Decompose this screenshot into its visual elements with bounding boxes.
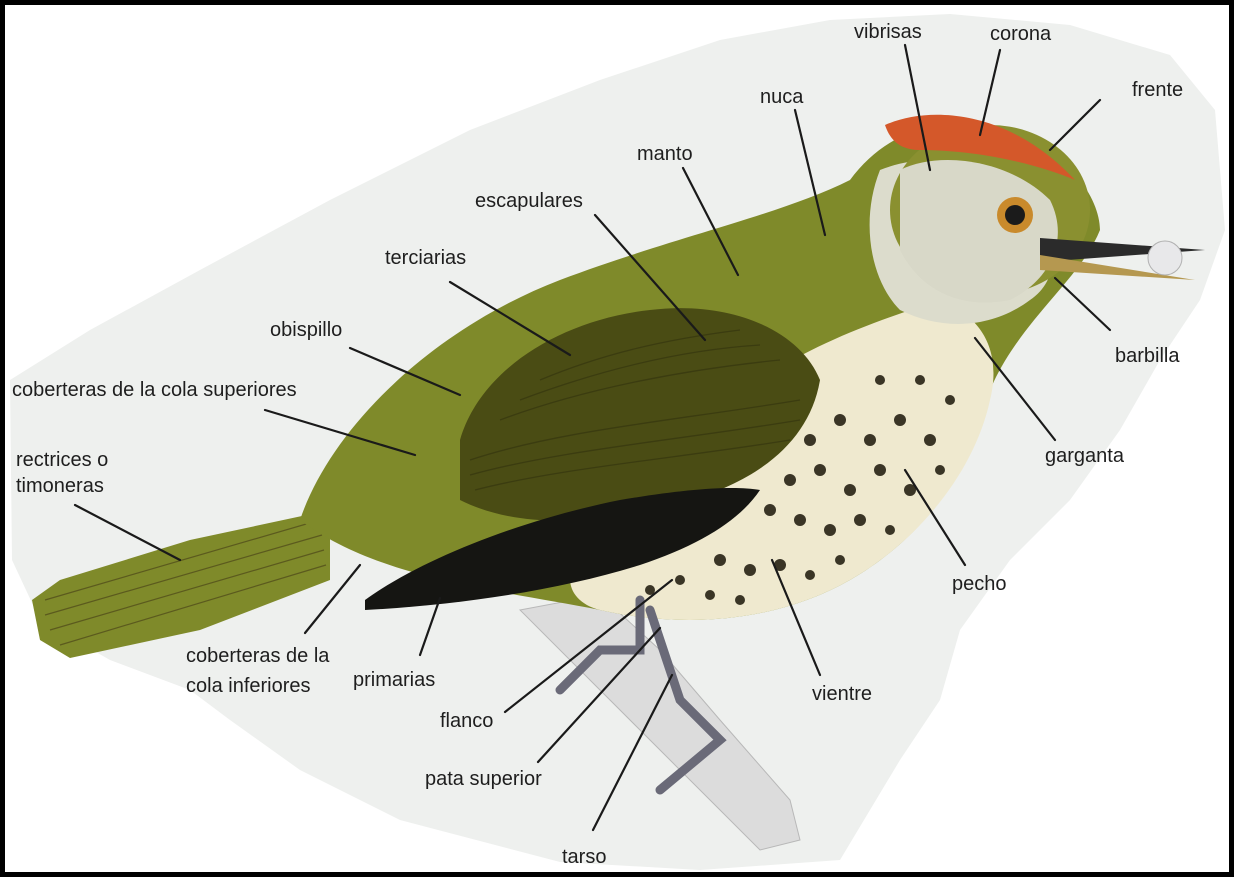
label-pecho: pecho xyxy=(952,573,1007,595)
label-primarias: primarias xyxy=(353,669,435,691)
berry xyxy=(1148,241,1182,275)
label-manto: manto xyxy=(637,143,693,165)
label-rectrices-line2: timoneras xyxy=(16,475,104,497)
label-barbilla: barbilla xyxy=(1115,345,1180,367)
label-vibrisas: vibrisas xyxy=(854,21,922,43)
label-flanco: flanco xyxy=(440,710,493,732)
label-nuca: nuca xyxy=(760,86,804,108)
label-pata-superior: pata superior xyxy=(425,768,542,790)
label-rectrices-line1: rectrices o xyxy=(16,449,108,471)
label-coberteras-superiores: coberteras de la cola superiores xyxy=(12,379,297,401)
pupil xyxy=(1005,205,1025,225)
label-escapulares: escapulares xyxy=(475,190,583,212)
label-terciarias: terciarias xyxy=(385,247,466,269)
label-corona: corona xyxy=(990,23,1052,45)
label-garganta: garganta xyxy=(1045,445,1125,467)
label-coberteras-inferiores-line1: coberteras de la xyxy=(186,645,330,667)
label-coberteras-inferiores-line2: cola inferiores xyxy=(186,675,311,697)
label-obispillo: obispillo xyxy=(270,319,342,341)
label-frente: frente xyxy=(1132,79,1183,101)
label-vientre: vientre xyxy=(812,683,872,705)
label-tarso: tarso xyxy=(562,846,606,868)
